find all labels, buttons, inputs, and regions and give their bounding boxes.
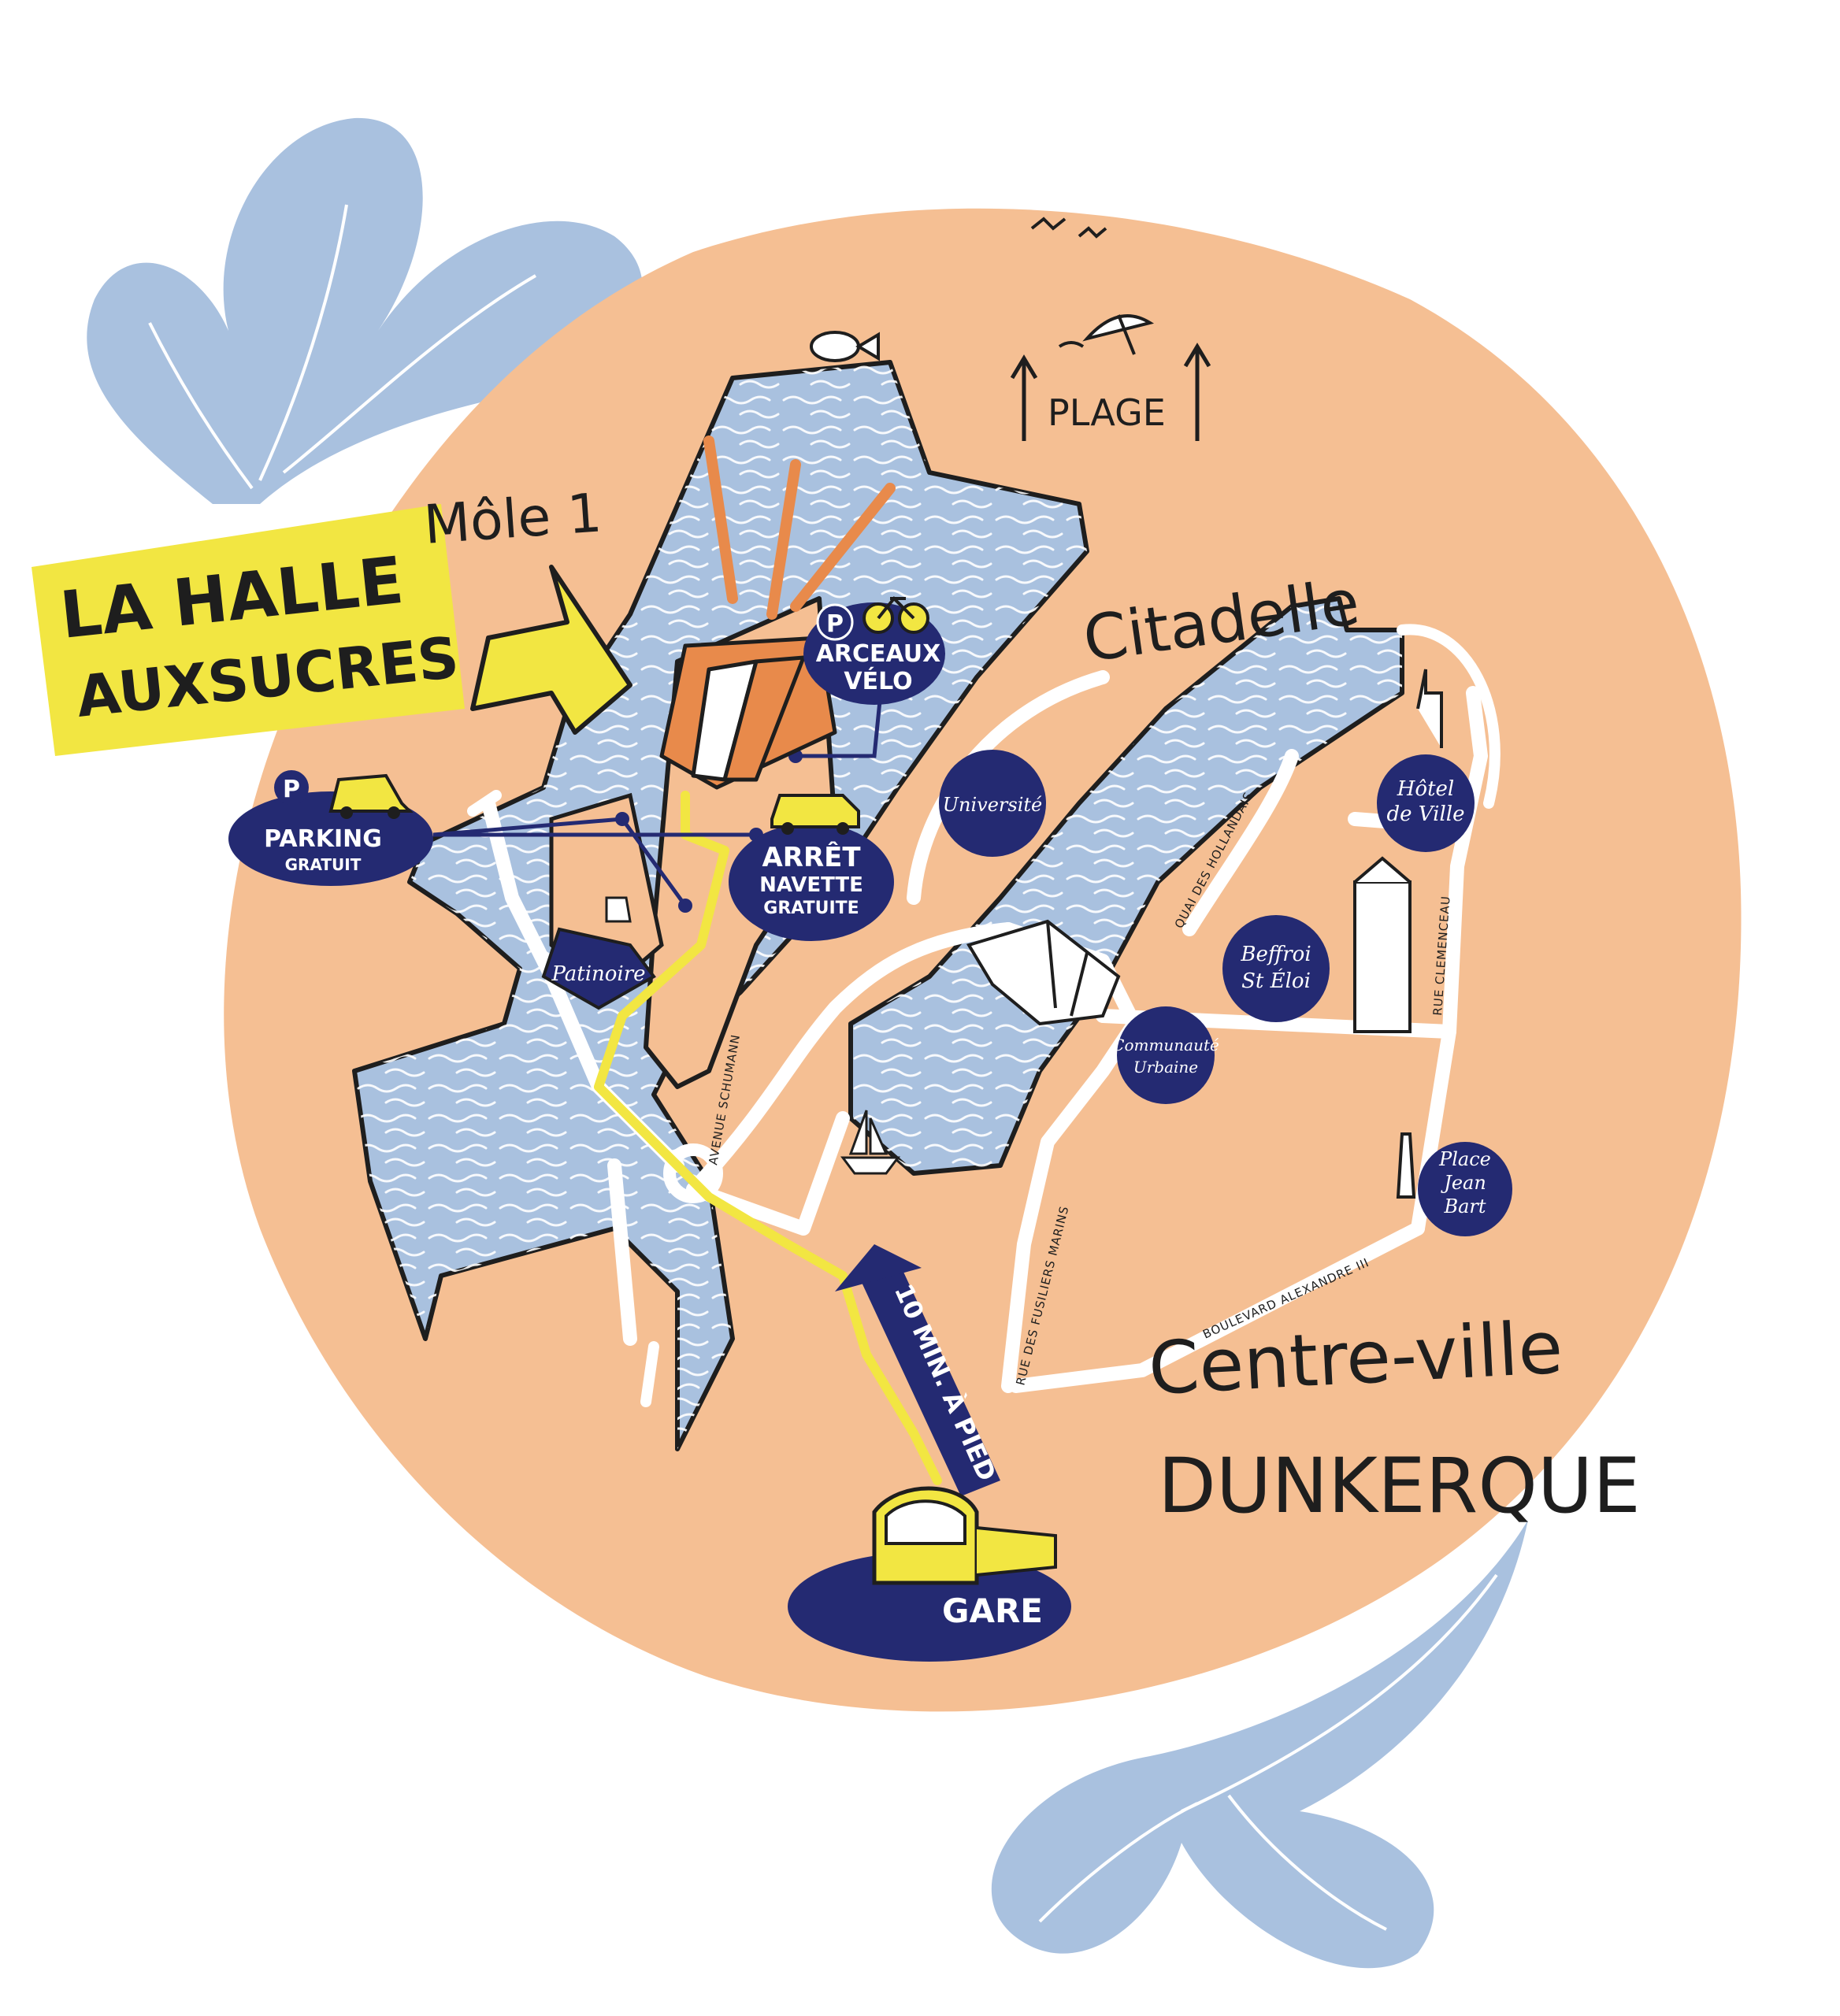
hotel-de-ville-line2: de Ville <box>1387 802 1465 826</box>
decorative-leaves-bottom-right <box>991 1520 1528 1969</box>
seagull-icon <box>1030 217 1067 231</box>
bike-parking-p: P <box>826 610 844 638</box>
parking-line2: GRATUIT <box>285 855 362 874</box>
communaute-line1: Communauté <box>1112 1036 1219 1054</box>
patinoire-marker: Patinoire <box>541 896 656 1010</box>
plage-label: PLAGE <box>1048 391 1166 434</box>
universite-marker: Université <box>939 750 1046 857</box>
beffroi-marker: Beffroi St Éloi <box>1222 856 1412 1033</box>
universite-label: Université <box>943 794 1042 816</box>
beffroi-line1: Beffroi <box>1240 943 1311 966</box>
tower-icon <box>1416 669 1443 748</box>
hotel-de-ville-line1: Hôtel <box>1397 777 1454 801</box>
ice-skate-icon <box>605 896 632 923</box>
parking-badge: P PARKING GRATUIT <box>228 770 433 886</box>
shuttle-stop-badge: ARRÊT NAVETTE GRATUITE <box>729 794 894 941</box>
arrow-up-icon <box>1010 354 1038 441</box>
jean-bart-line2: Jean <box>1440 1172 1486 1194</box>
train-icon <box>872 1486 1057 1585</box>
dunkerque-label: DUNKERQUE <box>1158 1442 1641 1530</box>
seagull-icon <box>1078 226 1107 239</box>
shuttle-line3: GRATUITE <box>763 899 859 918</box>
plage-area: PLAGE <box>1010 217 1211 441</box>
shuttle-line1: ARRÊT <box>762 841 861 873</box>
statue-icon <box>1396 1132 1416 1199</box>
halle-rays <box>703 435 896 620</box>
bike-parking-badge: P ARCEAUX VÉLO <box>803 596 945 705</box>
hotel-de-ville-marker: Hôtel de Ville <box>1377 669 1475 852</box>
halle-aux-sucres-building <box>659 636 837 790</box>
title-banner: LA HALLE AUXSUCRES <box>32 504 465 756</box>
bike-parking-line2: VÉLO <box>844 667 912 695</box>
sailboat-icon <box>840 1110 900 1175</box>
walking-route <box>594 791 942 1485</box>
patinoire-label: Patinoire <box>551 962 645 986</box>
communaute-line2: Urbaine <box>1133 1058 1198 1077</box>
arrow-up-icon <box>1183 343 1211 441</box>
jean-bart-marker: Place Jean Bart <box>1396 1132 1512 1236</box>
beach-umbrella-icon <box>1058 314 1155 355</box>
jean-bart-line1: Place <box>1438 1148 1491 1170</box>
beffroi-line2: St Éloi <box>1241 968 1311 993</box>
jean-bart-line3: Bart <box>1443 1195 1486 1217</box>
gare-marker: GARE <box>788 1486 1071 1662</box>
fish-icon <box>810 331 880 362</box>
shuttle-line2: NAVETTE <box>759 873 863 897</box>
belfry-icon <box>1353 856 1412 1033</box>
parking-line1: PARKING <box>264 825 382 853</box>
bicycle-icon <box>862 596 929 634</box>
decorative-leaves-top-left <box>87 117 643 504</box>
shuttle-bus-icon <box>770 794 860 835</box>
gare-label: GARE <box>942 1592 1043 1630</box>
yellow-arrow <box>470 565 632 735</box>
communaute-urbaine-marker: Communauté Urbaine <box>1112 1006 1219 1104</box>
mole-label: Môle 1 <box>422 482 604 557</box>
parking-p: P <box>283 776 300 803</box>
bike-parking-line1: ARCEAUX <box>816 640 941 668</box>
port-building-icon <box>966 919 1121 1026</box>
car-icon <box>328 773 414 819</box>
